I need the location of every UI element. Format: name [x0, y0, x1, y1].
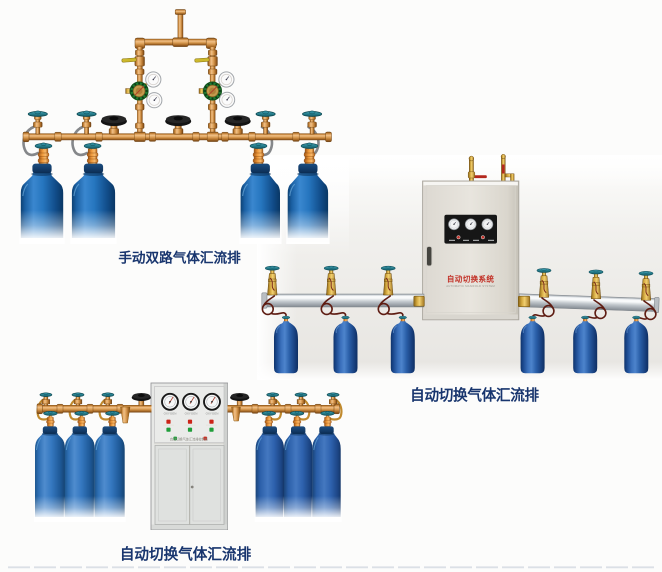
svg-text:AUTOMATIC MANIFOLD SYSTEM: AUTOMATIC MANIFOLD SYSTEM — [446, 284, 495, 288]
svg-text:OXYGEN: OXYGEN — [206, 412, 219, 416]
svg-text:自动切换气体汇流排控制柜: 自动切换气体汇流排控制柜 — [170, 437, 209, 442]
svg-text:手动双路气体汇流排: 手动双路气体汇流排 — [118, 249, 241, 265]
svg-text:自动切换气体汇流排: 自动切换气体汇流排 — [410, 386, 539, 404]
svg-text:自动切换系统: 自动切换系统 — [447, 274, 494, 284]
svg-text:OXYGEN: OXYGEN — [164, 412, 177, 416]
svg-text:OXYGEN: OXYGEN — [185, 412, 198, 416]
svg-text:自动切换气体汇流排: 自动切换气体汇流排 — [120, 545, 252, 563]
